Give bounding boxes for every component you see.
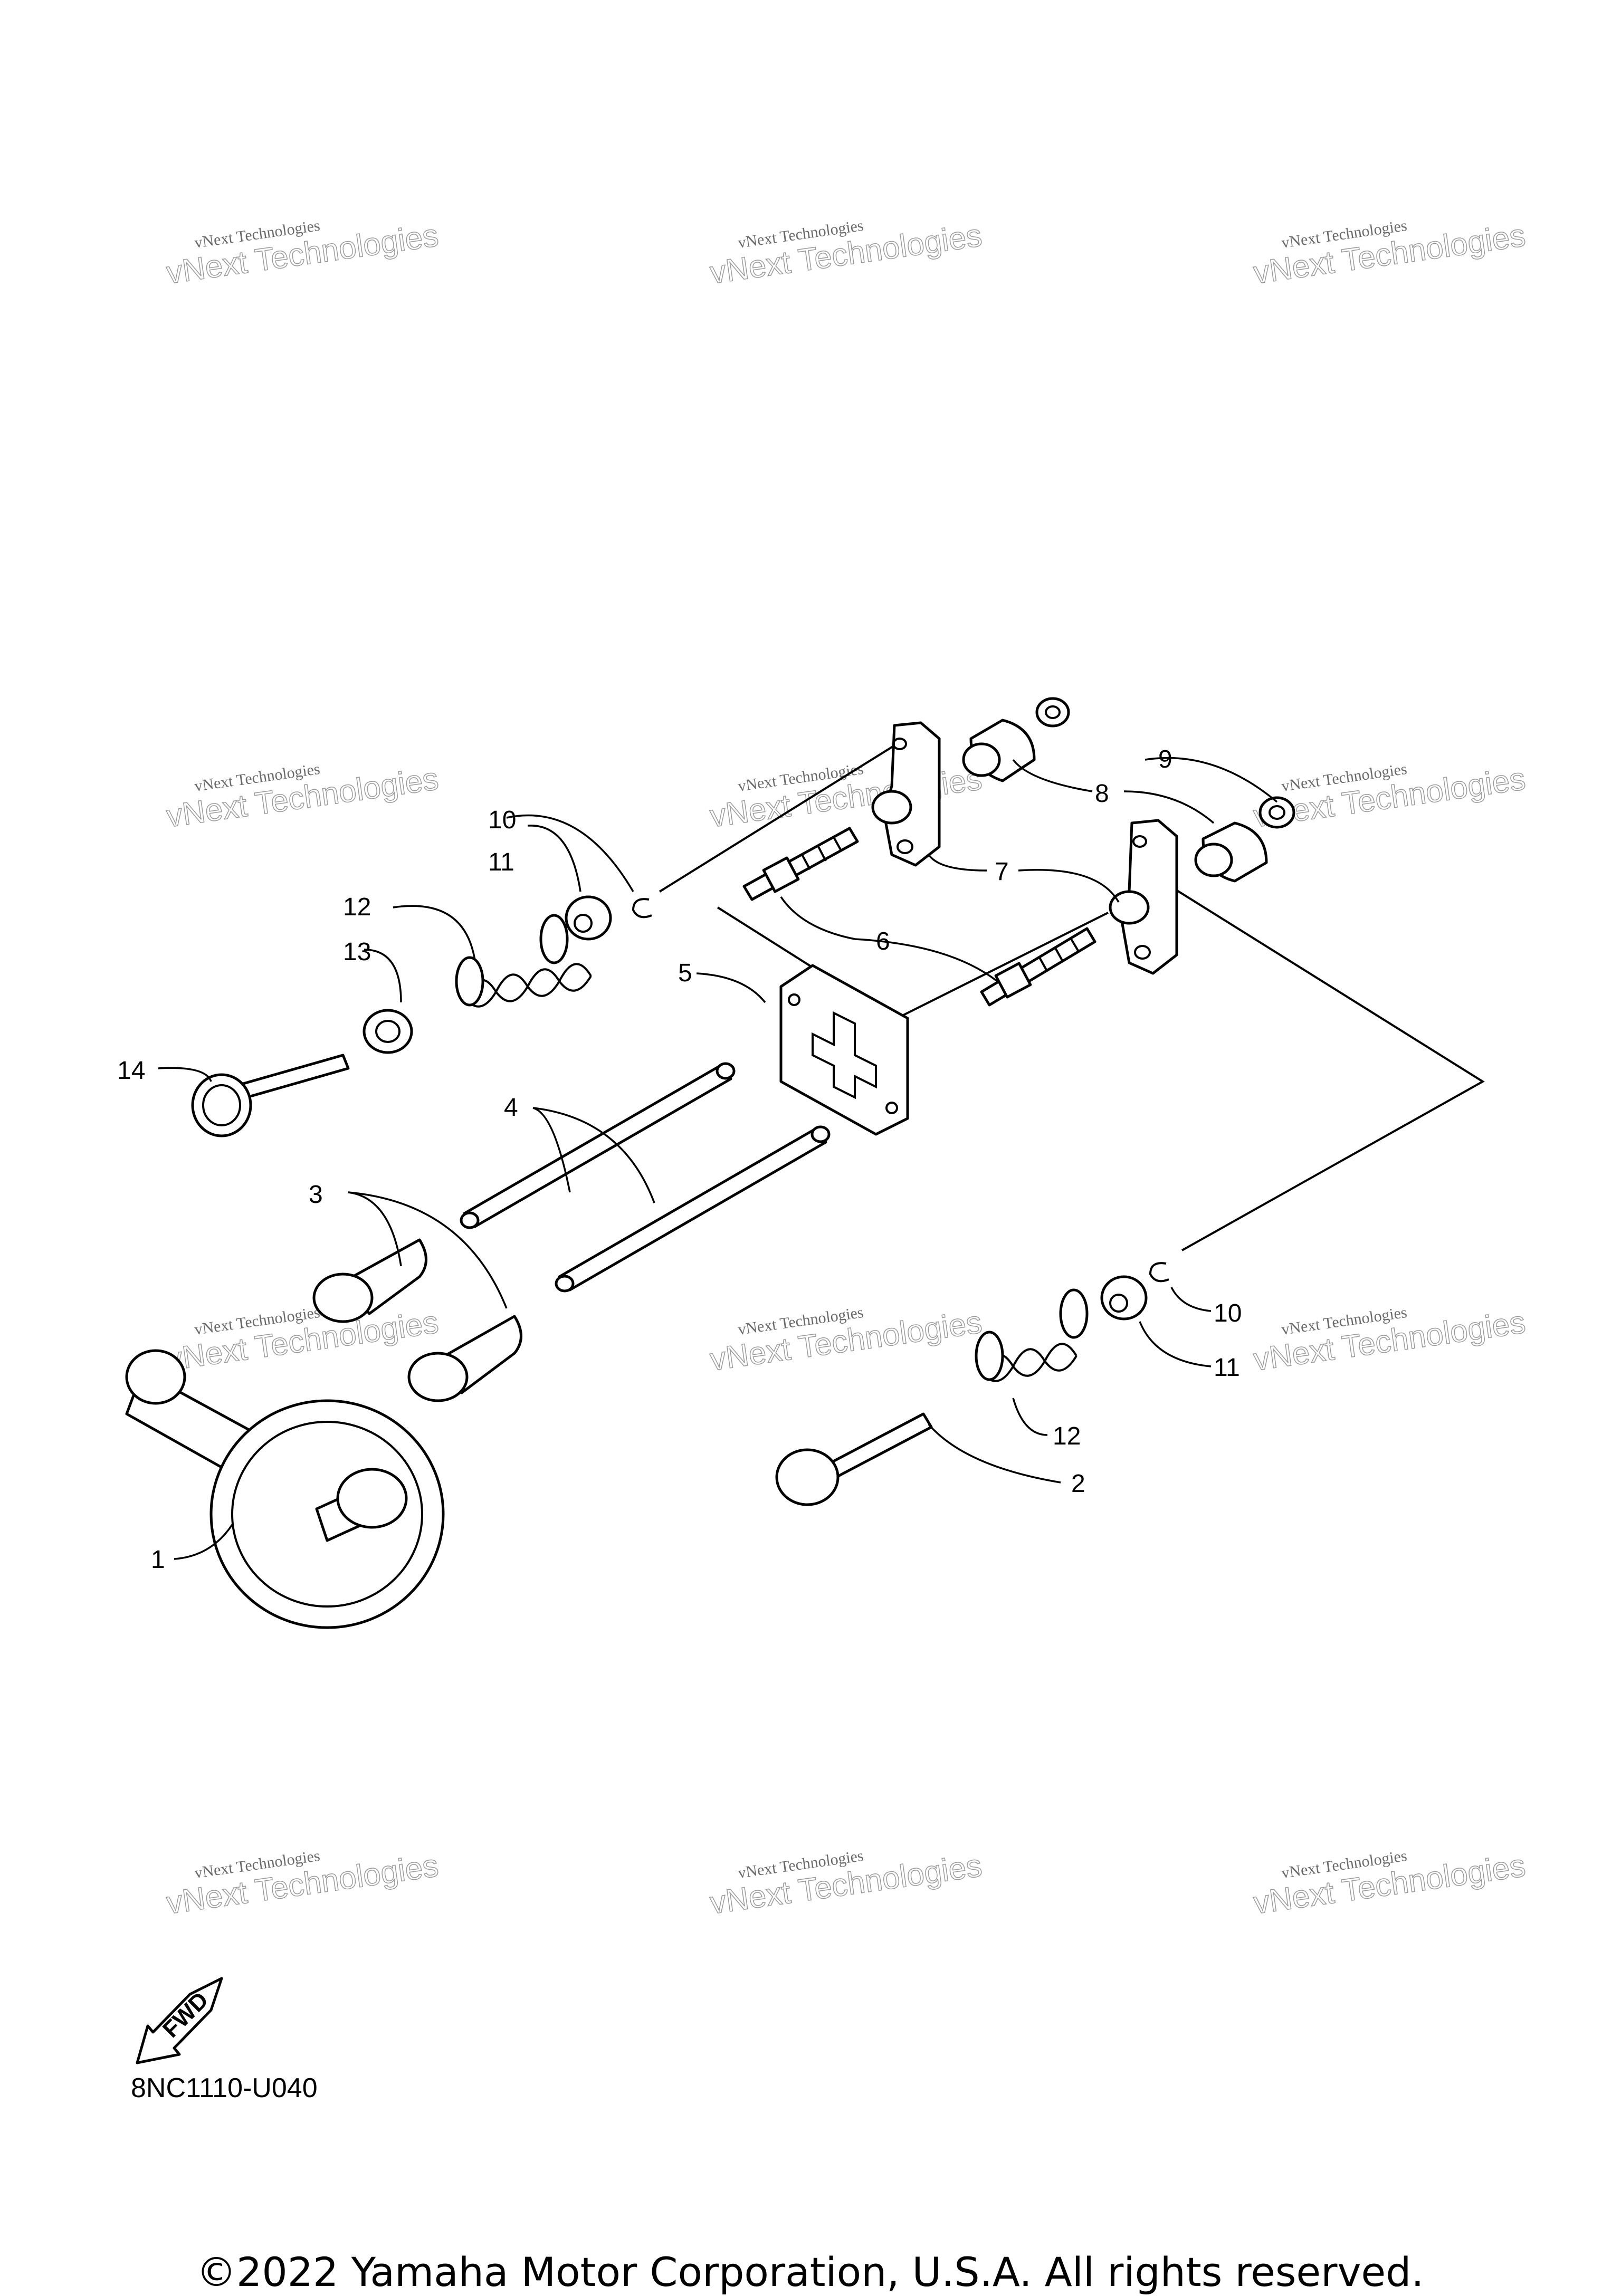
callout-13: 13	[343, 938, 371, 966]
part-guide-plate	[779, 964, 909, 1136]
callout-1: 1	[151, 1546, 165, 1574]
callout-12-lower: 12	[1053, 1422, 1081, 1450]
diagram-code: 8NC1110-U040	[131, 2073, 318, 2103]
part-cotter-upper	[632, 898, 652, 919]
callout-labels: 1 2 3 4 5 6 7 8 9 10 10 11 11 12 12 13 1…	[117, 745, 1242, 1574]
callout-6: 6	[876, 927, 890, 955]
part-adjuster-lower	[1194, 821, 1268, 883]
callout-4: 4	[504, 1094, 518, 1122]
callout-12-upper: 12	[343, 893, 371, 921]
callout-10-lower: 10	[1214, 1299, 1242, 1327]
part-camshaft	[125, 1349, 445, 1629]
part-tappet-lower	[407, 1315, 522, 1402]
part-nut-lower	[1258, 796, 1295, 829]
part-adjuster-upper	[962, 719, 1036, 782]
part-valve-spring-lower	[975, 1288, 1089, 1382]
callout-7: 7	[995, 858, 1009, 886]
part-retainer-lower	[1100, 1275, 1148, 1321]
callout-11-upper: 11	[488, 848, 514, 876]
part-tappet-upper	[312, 1238, 427, 1323]
callout-9: 9	[1158, 745, 1172, 773]
assembly-lines	[659, 743, 1485, 1251]
part-valve-seal	[363, 1009, 413, 1054]
callout-14: 14	[117, 1057, 145, 1085]
part-valve-spring-upper	[455, 914, 592, 1008]
callout-2: 2	[1071, 1470, 1085, 1498]
leader-lines	[158, 757, 1278, 1560]
part-push-rod-upper	[460, 1062, 736, 1229]
copyright-notice: ©2022 Yamaha Motor Corporation, U.S.A. A…	[196, 2249, 1424, 2295]
callout-11-lower: 11	[1214, 1354, 1240, 1382]
part-stud-lower	[980, 927, 1096, 1007]
callout-5: 5	[678, 959, 692, 987]
part-nut-upper	[1035, 697, 1070, 728]
callout-8: 8	[1095, 780, 1109, 808]
part-valve-upper	[191, 1054, 350, 1137]
callout-3: 3	[309, 1181, 323, 1209]
part-push-rod-lower	[555, 1125, 831, 1293]
fwd-arrow-icon: FWD	[136, 1977, 223, 2064]
part-cotter-lower	[1149, 1262, 1169, 1283]
part-retainer-upper	[565, 895, 612, 941]
part-rocker-arm-upper	[871, 721, 941, 867]
part-rocker-arm-lower	[1109, 819, 1178, 975]
callout-10-upper: 10	[488, 806, 516, 834]
part-valve-lower	[775, 1412, 933, 1506]
part-stud-upper	[742, 827, 859, 901]
